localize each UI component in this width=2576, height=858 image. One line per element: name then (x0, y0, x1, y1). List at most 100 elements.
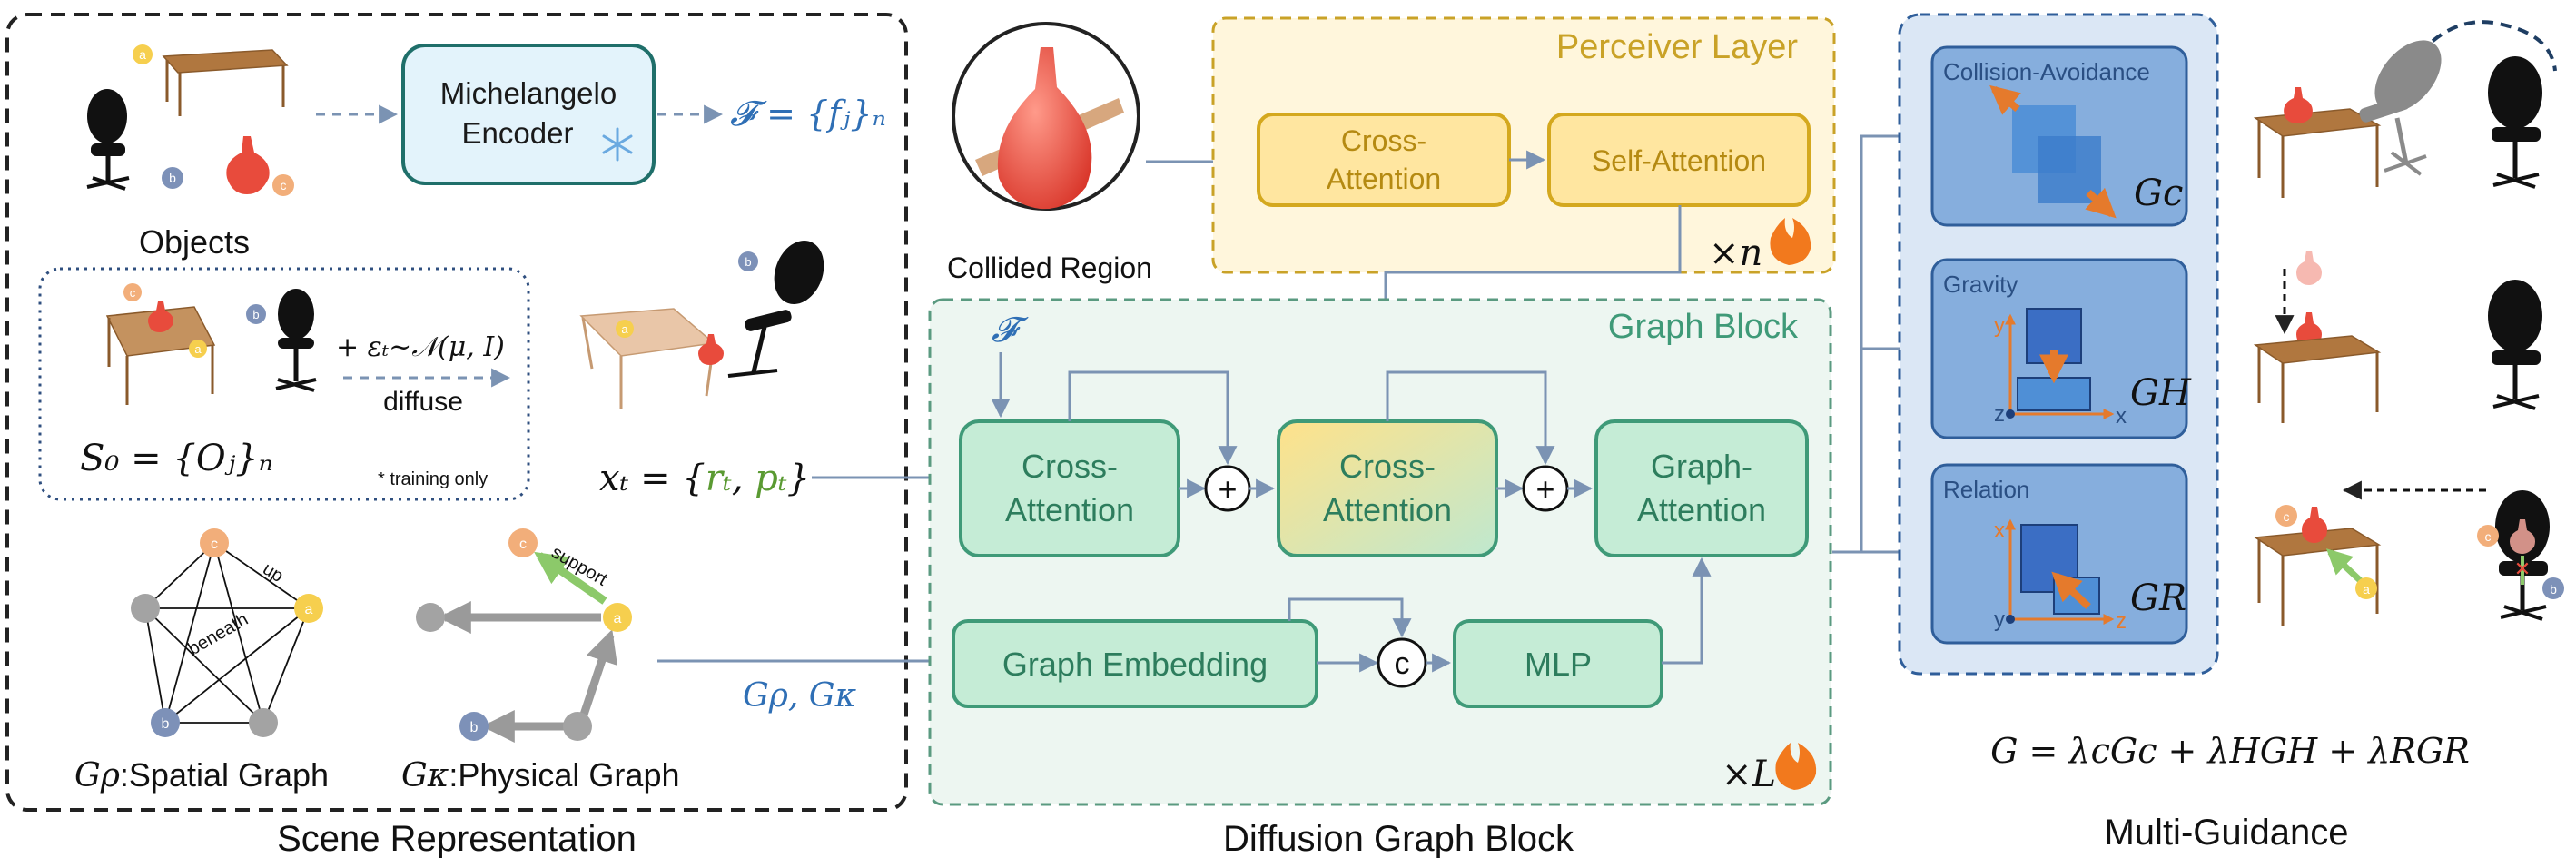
embedding-residual-arrow (1288, 597, 1412, 638)
gravity-axis-z: z (1994, 402, 2005, 427)
object-c-node (272, 174, 294, 196)
relation-axis-x: x (1994, 518, 2005, 543)
physical-graph-caption: Gκ:Physical Graph (401, 756, 679, 794)
table-icon (162, 49, 289, 116)
plus-1-label: + (1218, 470, 1237, 508)
spatial-node-gray-1 (131, 594, 160, 623)
relation-example-b-letter: b (2550, 582, 2557, 597)
spatial-up-label: up (259, 559, 287, 587)
physical-node-a (603, 603, 632, 632)
scene-panel-caption: Scene Representation (277, 819, 637, 858)
physical-a-letter: a (614, 611, 622, 626)
guidance-panel: Collision-Avoidance Gc Gravity y z x GH … (1898, 13, 2219, 676)
cross-attention-2-box (1277, 419, 1498, 557)
relation-title: Relation (1943, 476, 2029, 503)
xt-formula: xₜ = {rₜ, pₜ} (599, 458, 810, 499)
mlp-to-graph-attention-arrow (1662, 557, 1712, 665)
relation-axis-z: z (2116, 609, 2127, 634)
init-c-letter: c (130, 286, 136, 300)
noisy-scene-illustration: a b (579, 241, 824, 409)
scene-panel: a b c Objects Michelangelo Encoder 𝓕 = {… (5, 13, 908, 858)
relation-symbol: GR (2130, 577, 2186, 619)
mlp-label: MLP (1525, 646, 1592, 683)
relation-example-c2-letter: c (2485, 529, 2492, 544)
training-only-note: * training only (378, 469, 488, 489)
relation-axis-y: y (1994, 607, 2005, 632)
physical-node-gray-2 (563, 712, 592, 741)
object-a-letter: a (139, 47, 146, 62)
graph-block-box: Graph Block 𝓕 Cross- Attention + Cross- … (928, 298, 1832, 806)
perceiver-cross-line-2: Attention (1327, 163, 1441, 195)
physical-c-letter: c (519, 537, 527, 552)
gravity-guidance-card: Gravity y z x GH (1930, 258, 2192, 439)
collided-region-illustration (952, 22, 1140, 211)
diffusion-panel: Collided Region Perceiver Layer Cross- A… (928, 16, 1836, 858)
perceiver-repeat-label: ×n (1709, 232, 1762, 274)
object-a-node (133, 44, 153, 64)
residual-1-arrow (1068, 370, 1238, 466)
physical-node-gray-1 (416, 603, 445, 632)
relation-example-c-letter: c (2284, 509, 2290, 524)
graph-attention-line-2: Attention (1637, 491, 1766, 528)
guidance-formula: G = λcGc + λHGH + λRGR (1990, 731, 2470, 771)
perceiver-self-attention-label: Self-Attention (1592, 144, 1766, 177)
graph-block-title: Graph Block (1608, 308, 1799, 346)
relation-example-a-letter: a (2363, 582, 2370, 597)
encoder-line-1: Michelangelo (440, 76, 617, 110)
spatial-node-a (294, 594, 323, 623)
features-formula: 𝓕 = {fⱼ}ₙ (730, 94, 886, 133)
physical-graph (438, 551, 617, 743)
physical-node-b (459, 712, 489, 741)
perceiver-cross-line-1: Cross- (1341, 124, 1426, 157)
snowflake-icon (602, 127, 633, 162)
cross-attention-1-line-1: Cross- (1022, 448, 1118, 485)
collision-title: Collision-Avoidance (1943, 58, 2150, 85)
perceiver-fire-icon (1770, 218, 1811, 265)
s0-formula: S₀ = {Oⱼ}ₙ (80, 438, 273, 479)
gravity-axis-x: x (2116, 404, 2127, 429)
relation-cross-icon: ✕ (2514, 557, 2531, 580)
spatial-graph-caption: Gρ:Spatial Graph (74, 756, 329, 794)
cross-attention-2-line-1: Cross- (1339, 448, 1436, 485)
spatial-node-c (200, 528, 229, 557)
objects-label: Objects (139, 223, 250, 261)
physical-node-c (508, 528, 538, 557)
noisy-b-letter: b (745, 255, 751, 269)
physical-b-letter: b (470, 720, 479, 735)
perceiver-layer-box: Perceiver Layer Cross- Attention Self-At… (1211, 16, 1836, 274)
diffusion-panel-caption: Diffusion Graph Block (1223, 819, 1574, 858)
michelangelo-encoder-box: Michelangelo Encoder (401, 44, 656, 185)
cross-attention-2-line-2: Attention (1323, 491, 1452, 528)
block-repeat-label: ×L (1722, 754, 1776, 795)
noise-formula: + εₜ~𝒩(μ, I) (336, 331, 505, 363)
init-a-letter: a (194, 342, 202, 356)
objects-illustration: a b c (86, 44, 294, 196)
gravity-title: Gravity (1943, 271, 2018, 298)
collision-guidance-card: Collision-Avoidance Gc (1930, 45, 2188, 227)
spatial-c-letter: c (211, 537, 218, 552)
guidance-examples: c a ✕ c b (2253, 20, 2564, 626)
object-c-letter: c (281, 178, 287, 192)
init-b-letter: b (252, 308, 259, 321)
gravity-symbol: GH (2130, 372, 2192, 414)
plus-2-label: + (1535, 470, 1554, 508)
graph-attention-box (1594, 419, 1809, 557)
residual-2-arrow (1386, 370, 1555, 466)
concat-label: c (1395, 646, 1410, 681)
graphs-formula: Gρ, Gκ (743, 677, 857, 715)
cross-attention-1-box (959, 419, 1180, 557)
object-b-letter: b (169, 171, 176, 185)
graph-attention-line-1: Graph- (1651, 448, 1752, 485)
object-b-node (162, 167, 183, 189)
noisy-a-letter: a (621, 322, 628, 336)
chair-icon (86, 89, 130, 191)
spatial-a-letter: a (305, 602, 313, 617)
relation-guidance-card: Relation x y z GR (1930, 463, 2188, 645)
gravity-axis-y: y (1994, 313, 2005, 338)
diffuse-label: diffuse (383, 387, 463, 417)
block-fire-icon (1775, 743, 1817, 790)
encoder-line-2: Encoder (462, 116, 574, 150)
guidance-panel-caption: Multi-Guidance (2104, 813, 2348, 853)
vase-icon (226, 136, 270, 194)
